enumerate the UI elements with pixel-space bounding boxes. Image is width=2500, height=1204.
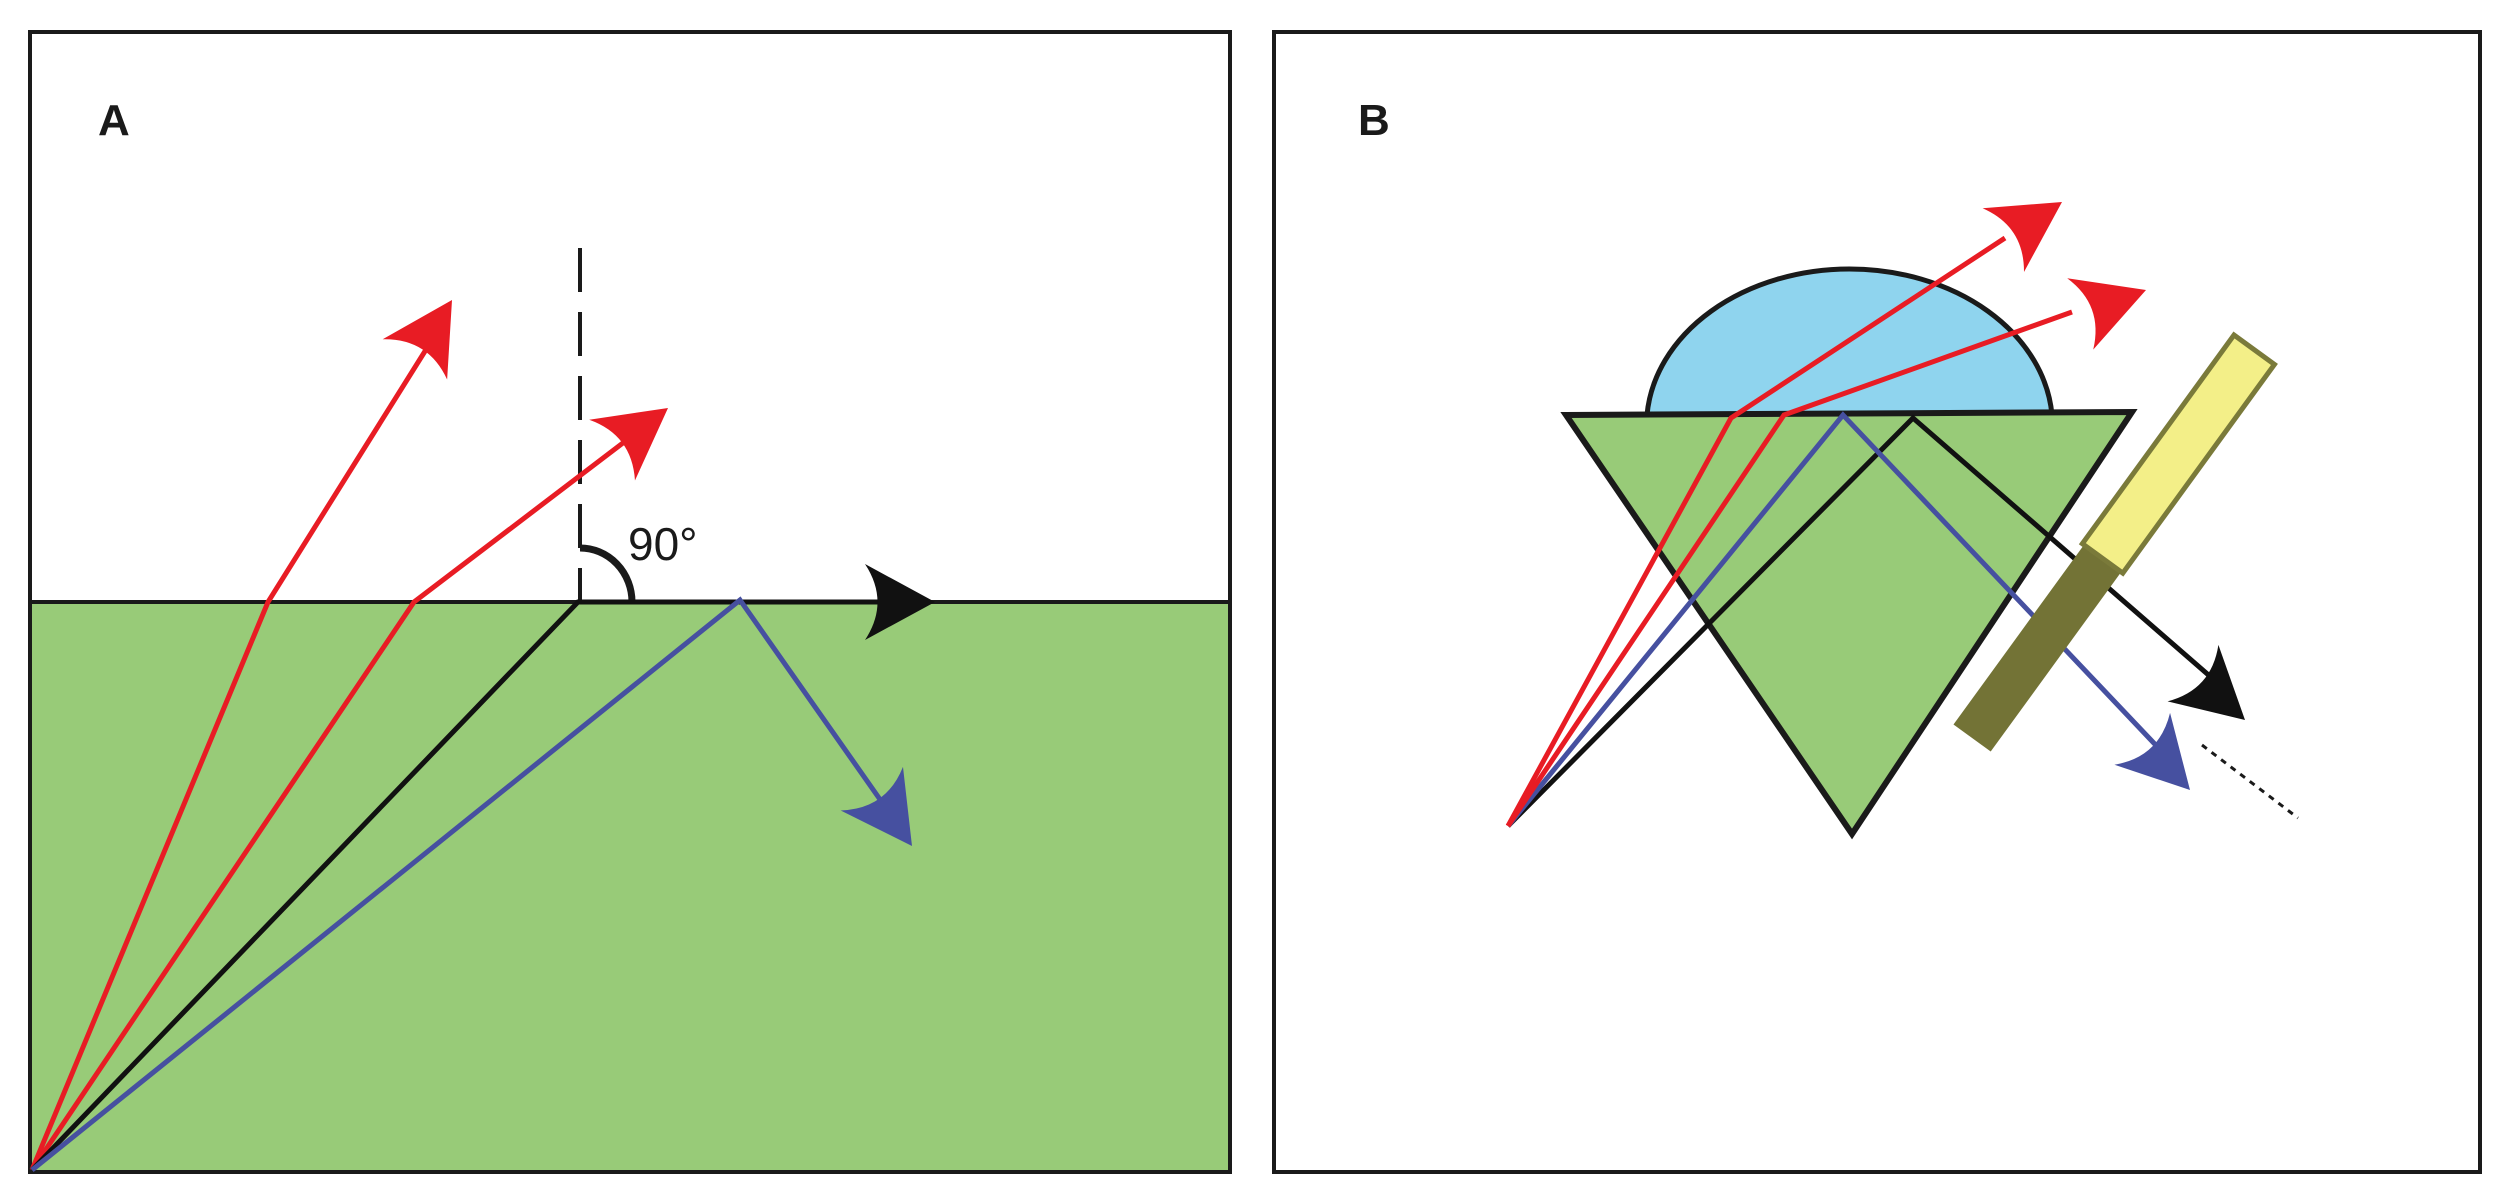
detector-dark-segment [1953,544,2122,752]
panel-b: B [1272,30,2482,1174]
panel-b-black-ray [1506,414,2222,828]
panel-a-angle-arc [579,544,636,603]
detector [1953,331,2278,752]
panel-a: A 90° [28,30,1232,1174]
detector-dashed-boundary [2201,743,2299,820]
panel-a-label: A [98,96,130,145]
panel-a-angle-label: 90° [628,518,698,570]
panel-a-black-ray [30,599,880,1172]
detector-light-segment [2078,331,2278,577]
panel-a-red-ray-1 [29,338,435,1171]
panel-b-red-ray-2 [1505,309,2073,828]
panel-b-label: B [1358,96,1390,145]
panel-a-red-ray-2 [29,428,642,1172]
panel-a-blue-ray [30,596,889,1172]
panel-b-red-ray-1 [1505,235,2007,828]
